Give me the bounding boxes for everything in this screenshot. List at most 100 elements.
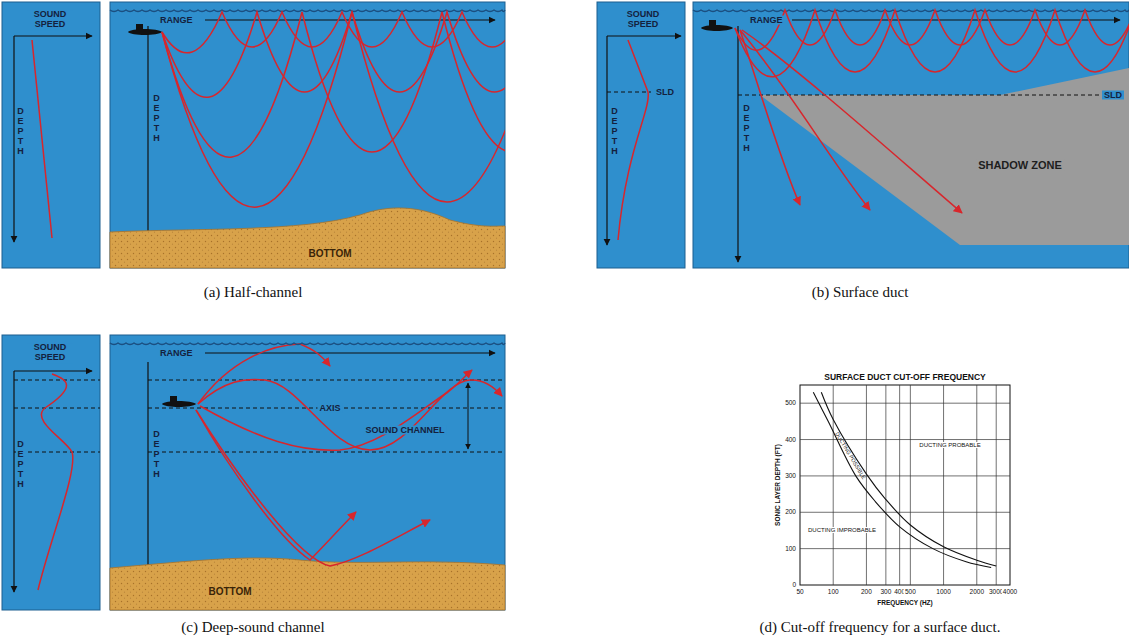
- chart-label: 100: [827, 589, 840, 596]
- deep-channel-art: [14, 344, 505, 610]
- speed-axis: [14, 35, 92, 36]
- chart-label: 200: [784, 509, 797, 516]
- surface-line: [693, 10, 1129, 12]
- panel-label: SLD: [1102, 91, 1124, 100]
- range-axis: [792, 19, 1120, 20]
- grid-line: [800, 439, 1010, 440]
- panel-label: BOTTOM: [306, 249, 353, 259]
- sea-bottom: [110, 208, 505, 268]
- panel-label: DEPTH: [610, 107, 619, 156]
- ray: [735, 10, 1129, 50]
- grid-line: [800, 548, 1010, 549]
- panel-label: SLD: [654, 88, 676, 97]
- panel-area: RANGE DEPTH SLD SHADOW ZONE: [693, 2, 1129, 268]
- grid-line: [800, 512, 1010, 513]
- ray: [162, 12, 505, 157]
- grid-line: [885, 385, 886, 585]
- grid-line: [910, 385, 911, 585]
- panel-label: DEPTH: [152, 430, 161, 479]
- figure-caption: (b) Surface duct: [812, 285, 909, 300]
- chart-label: 0: [791, 582, 797, 589]
- panel-label: BOTTOM: [206, 587, 253, 597]
- chart-label: SONIC LAYER DEPTH (FT): [775, 444, 782, 526]
- speed-axis: [607, 35, 681, 36]
- sld-line: [738, 95, 1099, 96]
- panel-label: SHADOW ZONE: [976, 160, 1064, 171]
- chart-label: 500: [904, 589, 917, 596]
- ray: [198, 379, 502, 450]
- depth-axis: [606, 36, 607, 245]
- submarine: [162, 396, 196, 407]
- panel-area: SOUND SPEEDDEPTHSLD: [597, 2, 685, 268]
- ray: [735, 10, 1129, 77]
- ray: [740, 30, 870, 210]
- grid-line: [833, 385, 834, 585]
- figure-caption: (a) Half-channel: [204, 285, 303, 300]
- surface-duct-art: [607, 20, 1129, 262]
- submarine: [701, 20, 733, 31]
- depth-axis: [13, 36, 14, 242]
- panel-area: SOUND SPEED DEPTH: [2, 335, 100, 610]
- grid-line: [899, 385, 900, 585]
- panel-label: SOUND SPEED: [27, 343, 73, 363]
- chart-label: 1000: [935, 589, 951, 596]
- panel-label: DEPTH: [16, 440, 25, 489]
- ducting-band: [813, 392, 996, 567]
- grid-line: [976, 385, 977, 585]
- chart-label: 400: [784, 436, 797, 443]
- panel-label: RANGE: [748, 16, 785, 25]
- depth-axis: [737, 26, 738, 262]
- panel-area: RANGE DEPTH AXIS SOUND CHANNEL BOTTOM: [110, 335, 505, 610]
- surface-line: [110, 343, 505, 345]
- channel-span-arrow: [468, 383, 469, 449]
- chart-label: 500: [784, 400, 797, 407]
- range-panel: [110, 335, 505, 610]
- channel-axis: [14, 408, 100, 409]
- panel-label: DEPTH: [742, 104, 751, 153]
- ray: [162, 12, 505, 207]
- surface-line: [110, 10, 505, 12]
- depth-axis: [13, 371, 14, 592]
- panel-label: SOUND SPEED: [27, 10, 73, 30]
- range-axis: [205, 352, 495, 353]
- sea-bottom: [110, 558, 505, 610]
- figure-caption: (d) Cut-off frequency for a surface duct…: [760, 620, 1001, 635]
- panel-label: RANGE: [158, 349, 195, 358]
- speed-axis: [14, 370, 92, 371]
- escaping-rays: [740, 30, 962, 213]
- speed-profile: [32, 40, 52, 238]
- depth-axis: [147, 26, 148, 262]
- panel-area: RANGE DEPTH BOTTOM: [110, 2, 505, 268]
- panel-label: DEPTH: [152, 94, 161, 143]
- figure-caption: (c) Deep-sound channel: [181, 620, 324, 635]
- profile-panel: [2, 2, 100, 268]
- chart-label: 300: [879, 589, 892, 596]
- grid-lines: [800, 385, 1010, 585]
- chart-label: DUCTING PROBABLE: [918, 442, 981, 448]
- channel-top: [148, 380, 505, 381]
- chart-label: 300: [784, 473, 797, 480]
- grid-line: [943, 385, 944, 585]
- chart-label: DUCTING IMPROBABLE: [807, 527, 877, 533]
- panel-label: AXIS: [317, 404, 342, 413]
- grid-line: [866, 385, 867, 585]
- cutoff-chart: [800, 385, 1010, 585]
- grid-line: [996, 385, 997, 585]
- panel-label: SOUND CHANNEL: [363, 426, 446, 435]
- chart-label: 100: [784, 545, 797, 552]
- ray-arches: [162, 10, 1129, 207]
- ray: [742, 30, 962, 213]
- range-panel: [693, 2, 1129, 268]
- panel-grounds: [2, 2, 1129, 610]
- speed-profile: [618, 40, 648, 240]
- panel-label: DEPTH: [16, 107, 25, 156]
- channel-rays: [196, 344, 502, 566]
- ray: [198, 344, 330, 404]
- chart-label: 2000: [969, 589, 985, 596]
- profile-panel: [2, 335, 100, 610]
- panel-label: RANGE: [158, 16, 195, 25]
- profile-panel: [597, 2, 685, 268]
- panel-area: SOUND SPEED DEPTH: [2, 2, 100, 268]
- band-edge: [821, 392, 996, 566]
- speed-profile: [38, 374, 73, 590]
